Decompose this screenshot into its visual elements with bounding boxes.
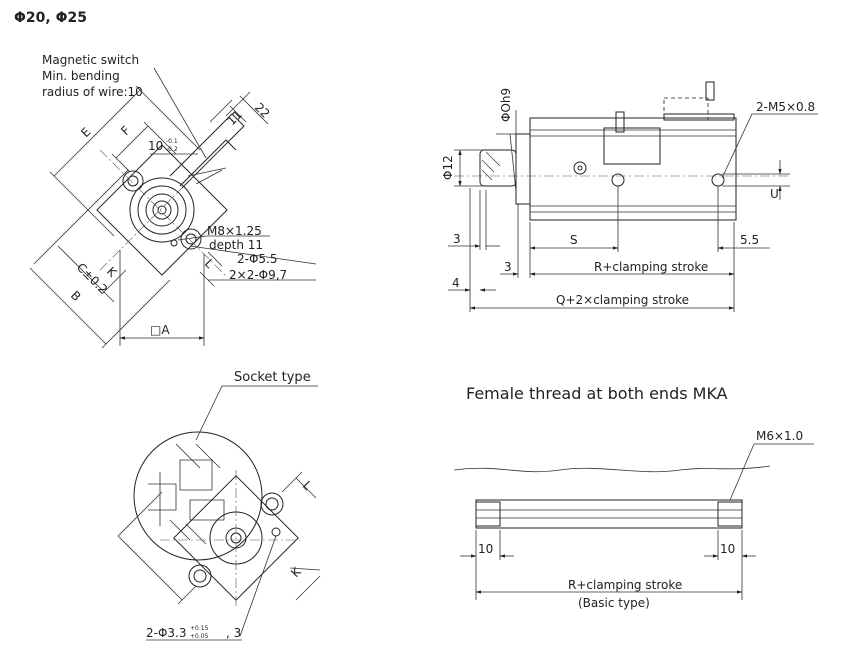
thread-label: M8×1.25	[207, 224, 262, 238]
socket-view-diagram: Socket type L K 2-Φ3.3 +0.15 +0.05 , 3	[117, 370, 321, 641]
side-view-diagram: ΦOh9 Φ12 2-M5×0.8 U 3 S 5.5 3 R+clamping…	[441, 81, 818, 312]
dim-10-label: 10	[148, 139, 163, 153]
cylinder-body	[529, 117, 737, 221]
socket-type-label: Socket type	[234, 370, 311, 385]
r-clamping-label: R+clamping stroke	[594, 260, 708, 274]
end-view-body	[96, 144, 228, 276]
mount-hole	[180, 228, 202, 250]
dim-f-label: F	[118, 123, 133, 138]
dim-e-label: E	[78, 125, 93, 140]
basic-type-label: (Basic type)	[578, 596, 650, 610]
dim-l2-label: L	[300, 478, 315, 493]
hole-count-label: , 3	[226, 626, 241, 640]
dim-k2-label: K	[288, 564, 304, 580]
r-clamping2-label: R+clamping stroke	[568, 578, 682, 592]
female-thread-title: Female thread at both ends MKA	[466, 384, 728, 403]
dim-u-label: U	[770, 187, 779, 201]
dim-4-label: 4	[452, 276, 460, 290]
end-view-diagram: Magnetic switch Min. bending radius of w…	[29, 53, 317, 349]
phi12-label: Φ12	[441, 155, 455, 180]
min-bending-label: Min. bending	[42, 69, 120, 83]
m6-label: M6×1.0	[756, 429, 803, 443]
tol-lower2-label: +0.05	[190, 633, 209, 640]
dim-10b-label: 10	[720, 542, 735, 556]
tol-lower-label: -0.2	[166, 146, 178, 153]
hole-55-label: 2-Φ5.5	[237, 252, 278, 266]
dim-10a-label: 10	[478, 542, 493, 556]
page-title: Φ20, Φ25	[14, 10, 87, 26]
phi0h9-label: ΦOh9	[499, 88, 513, 122]
depth-label: depth 11	[209, 238, 263, 252]
hole-33-label: 2-Φ3.3	[146, 626, 187, 640]
mount-hole	[122, 170, 144, 192]
dim-3a-label: 3	[453, 232, 461, 246]
tol-upper2-label: +0.15	[190, 625, 209, 632]
dim-3b-label: 3	[504, 260, 512, 274]
magnetic-switch-label: Magnetic switch	[42, 53, 139, 67]
bending-radius-label: radius of wire:10	[42, 85, 143, 99]
dim-22-label: 22	[252, 100, 273, 121]
female-thread-diagram: Female thread at both ends MKA M6×1.0 10…	[453, 384, 814, 610]
dim-a-label: □A	[150, 323, 170, 337]
m5-label: 2-M5×0.8	[756, 100, 815, 114]
socket-circle	[133, 431, 263, 561]
hole-97-label: 2×2-Φ9,7	[229, 268, 287, 282]
tol-upper-label: -0.1	[166, 138, 178, 145]
dim-55-label: 5.5	[740, 233, 759, 247]
dim-11-label: 11	[224, 107, 245, 128]
dim-s-label: S	[570, 233, 578, 247]
q-clamping-label: Q+2×clamping stroke	[556, 293, 689, 307]
dim-b-label: B	[68, 288, 84, 304]
